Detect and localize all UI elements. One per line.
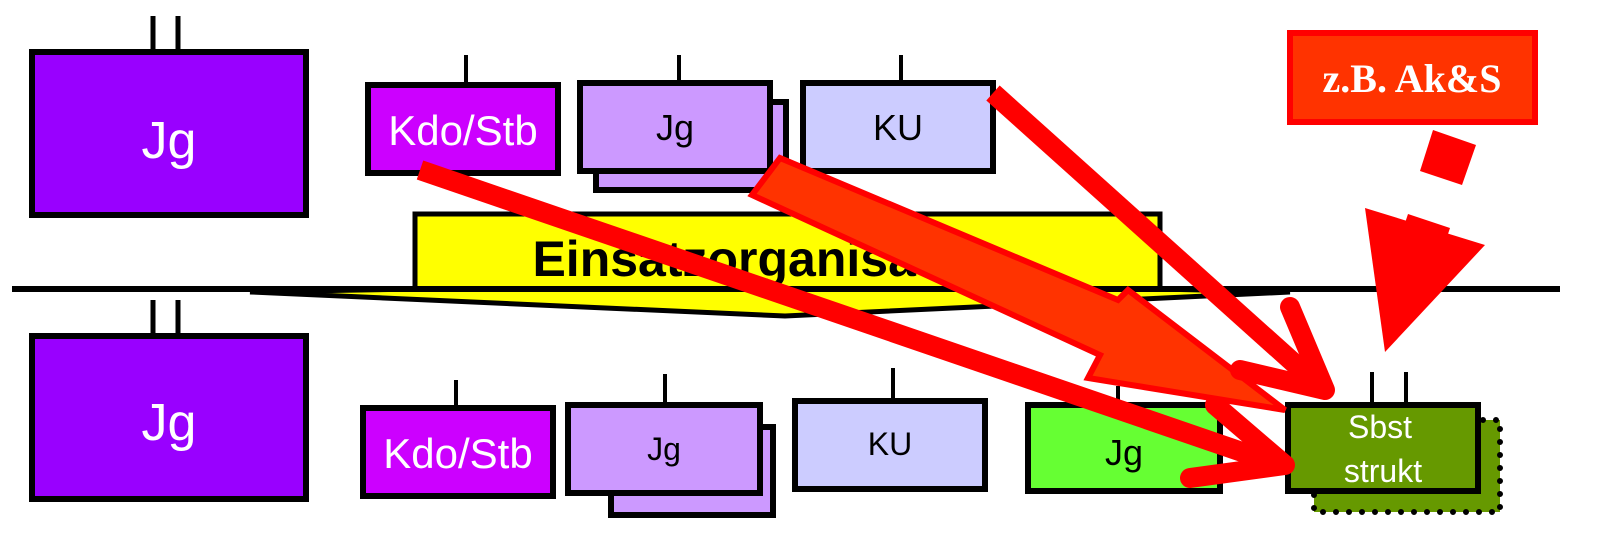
arrow-kdo-to-sbst — [416, 160, 1295, 488]
bottom-jg-large-unit: Jg — [29, 300, 309, 502]
bottom-kdo-stb-unit: Kdo/Stb — [360, 380, 556, 499]
bottom-jg-unit: Jg — [565, 374, 776, 518]
callout-label: z.B. Ak&S — [1323, 56, 1502, 101]
top-jg-label: Jg — [656, 107, 694, 148]
bottom-ku-label: KU — [868, 426, 912, 462]
top-ku-label: KU — [873, 107, 923, 148]
bottom-ku-unit: KU — [792, 368, 988, 492]
bottom-jg-label: Jg — [647, 431, 681, 467]
top-jg-unit: Jg — [577, 55, 789, 193]
strukt-label: strukt — [1344, 453, 1422, 489]
dashed-arrow — [1365, 130, 1485, 352]
top-jg-large-unit: Jg — [29, 16, 309, 218]
top-kdo-stb-label: Kdo/Stb — [388, 107, 537, 154]
bottom-kdo-stb-label: Kdo/Stb — [383, 430, 532, 477]
arrow-ku-to-sbst — [986, 85, 1335, 400]
sbst-label: Sbst — [1348, 409, 1412, 445]
bottom-jg-green-label: Jg — [1105, 432, 1143, 473]
top-kdo-stb-unit: Kdo/Stb — [365, 55, 561, 176]
sbst-strukt-unit: Sbst strukt — [1285, 372, 1503, 515]
arrow-jg-to-sbst — [747, 154, 1287, 413]
top-ku-unit: KU — [800, 55, 996, 174]
top-jg-large-label: Jg — [142, 112, 197, 170]
bottom-jg-large-label: Jg — [142, 394, 197, 452]
callout-box: z.B. Ak&S — [1287, 30, 1538, 125]
